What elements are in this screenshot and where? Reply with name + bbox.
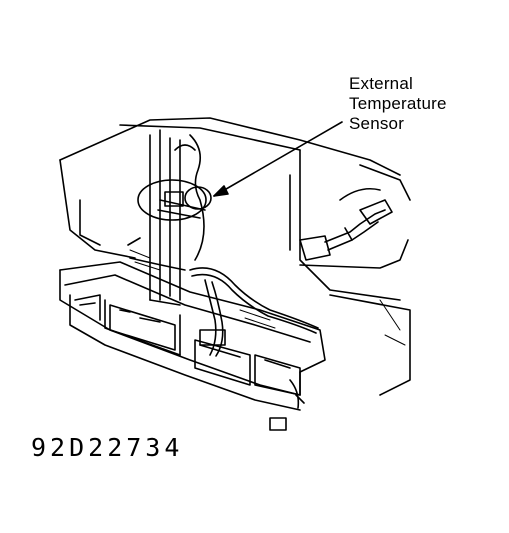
sensor-callout-label: External Temperature Sensor	[349, 74, 447, 134]
lower-connector	[269, 379, 305, 431]
callout-line-3: Sensor	[349, 114, 405, 133]
callout-line-1: External	[349, 74, 413, 93]
detail-strokes	[129, 249, 406, 346]
callout-line-2: Temperature	[349, 94, 447, 113]
side-connector	[299, 199, 393, 261]
front-grille	[59, 261, 326, 411]
callout-leader-line	[213, 121, 343, 197]
wiring-harness	[127, 237, 319, 357]
external-temperature-sensor	[137, 179, 212, 221]
figure-id: 92D22734	[31, 433, 184, 462]
body-panel-outline	[59, 117, 411, 396]
